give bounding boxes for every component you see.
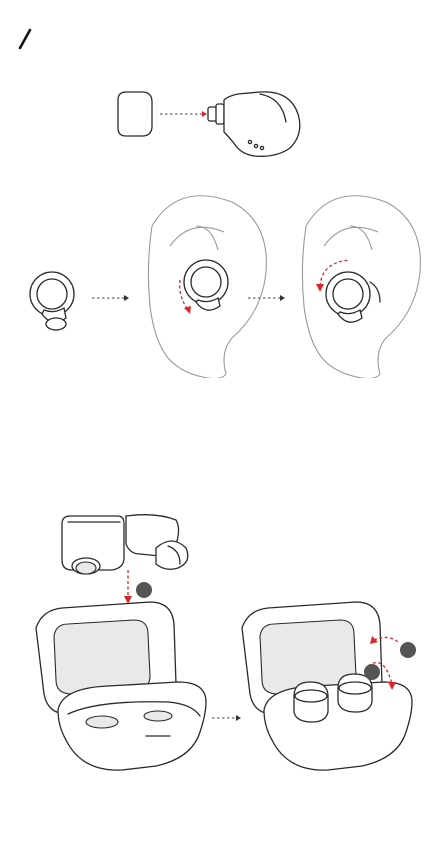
step-badge-3 bbox=[400, 642, 416, 658]
earbud-rotated-icon bbox=[326, 272, 380, 322]
wear-earbud-illustration bbox=[20, 186, 430, 378]
charging-case-open-icon bbox=[36, 602, 206, 770]
charging-case-with-earbuds-icon bbox=[242, 602, 412, 770]
earbuds-pair-icon bbox=[62, 515, 188, 574]
section-slash-mark bbox=[14, 26, 44, 50]
step-badge-2 bbox=[364, 664, 380, 680]
eartip-attach-illustration bbox=[110, 82, 310, 162]
step-badge-1 bbox=[136, 582, 152, 598]
charging-case-illustration bbox=[28, 500, 434, 800]
earbud-in-ear-icon bbox=[184, 260, 228, 310]
earbud-front-icon bbox=[30, 272, 74, 330]
ear-tip-icon bbox=[118, 92, 152, 136]
earbud-side-icon bbox=[208, 92, 300, 156]
